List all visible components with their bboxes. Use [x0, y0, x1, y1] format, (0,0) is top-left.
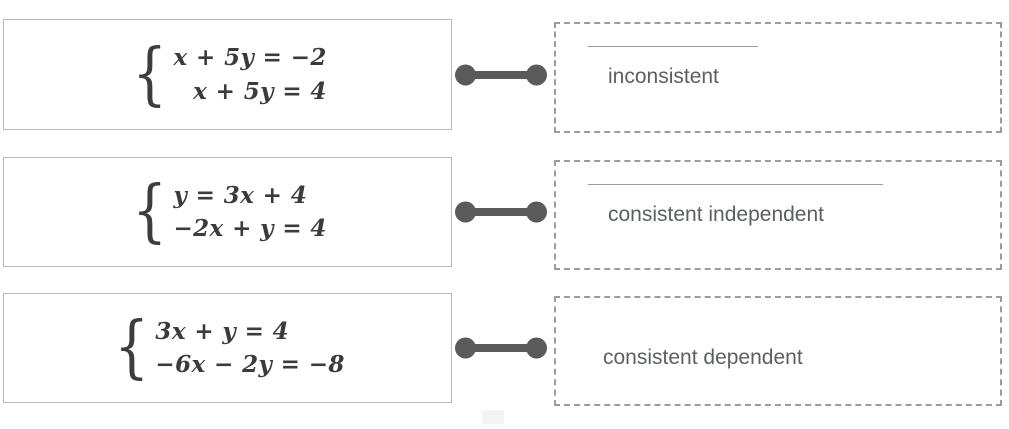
- match-connector-1[interactable]: [455, 19, 555, 130]
- connector-knob-left[interactable]: [455, 64, 476, 85]
- answer-rule: [588, 46, 758, 47]
- equation-line: −2x + y = 4: [173, 215, 327, 242]
- equation-line: x + 5y = −2: [173, 44, 327, 72]
- equation-line: x + 5y = 4: [193, 77, 327, 105]
- connector-knob-right[interactable]: [526, 337, 547, 359]
- match-row: { y = 3x + 4 −2x + y = 4 consistent inde…: [0, 157, 1009, 270]
- dumbbell-connector-icon: [455, 201, 547, 223]
- connector-bar: [463, 208, 539, 216]
- answer-label: inconsistent: [608, 65, 719, 88]
- equation-line: 3x + y = 4: [155, 317, 290, 345]
- equation-lines: x + 5y = −2 x + 5y = 4: [173, 44, 326, 104]
- system-brace-icon: {: [132, 172, 168, 252]
- answer-card-1[interactable]: inconsistent: [554, 22, 1002, 133]
- connector-knob-right[interactable]: [526, 64, 547, 85]
- connector-bar: [463, 344, 539, 352]
- equation-card-2[interactable]: { y = 3x + 4 −2x + y = 4: [3, 157, 452, 267]
- equation-system: { x + 5y = −2 x + 5y = 4: [128, 34, 327, 114]
- connector-knob-left[interactable]: [455, 201, 476, 223]
- equation-card-1[interactable]: { x + 5y = −2 x + 5y = 4: [3, 19, 452, 130]
- connector-knob-left[interactable]: [455, 337, 476, 359]
- answer-card-content: consistent dependent: [586, 308, 990, 394]
- equation-lines: y = 3x + 4 −2x + y = 4: [173, 182, 326, 242]
- match-connector-3[interactable]: [455, 293, 555, 403]
- answer-rule: [588, 184, 883, 185]
- equation-system: { y = 3x + 4 −2x + y = 4: [128, 172, 327, 252]
- dumbbell-connector-icon: [455, 64, 547, 86]
- match-row: { x + 5y = −2 x + 5y = 4 inconsistent: [0, 19, 1009, 133]
- watermark: [482, 410, 504, 424]
- answer-card-2[interactable]: consistent independent: [554, 160, 1002, 270]
- system-brace-icon: {: [132, 34, 168, 114]
- answer-card-content: inconsistent: [586, 34, 990, 121]
- match-connector-2[interactable]: [455, 157, 555, 267]
- equation-line: y = 3x + 4: [173, 181, 308, 209]
- system-brace-icon: {: [114, 308, 150, 388]
- dumbbell-connector-icon: [455, 337, 547, 359]
- equation-card-3[interactable]: { 3x + y = 4 −6x − 2y = −8: [3, 293, 452, 403]
- answer-card-3[interactable]: consistent dependent: [554, 296, 1002, 406]
- equation-lines: 3x + y = 4 −6x − 2y = −8: [155, 318, 344, 378]
- answer-card-content: consistent independent: [586, 172, 990, 258]
- answer-label: consistent dependent: [603, 346, 803, 369]
- answer-label: consistent independent: [608, 203, 824, 226]
- match-row: { 3x + y = 4 −6x − 2y = −8 consistent de…: [0, 293, 1009, 406]
- equation-line: −6x − 2y = −8: [155, 351, 345, 378]
- connector-knob-right[interactable]: [526, 201, 547, 223]
- equation-system: { 3x + y = 4 −6x − 2y = −8: [110, 308, 345, 388]
- connector-bar: [463, 70, 539, 79]
